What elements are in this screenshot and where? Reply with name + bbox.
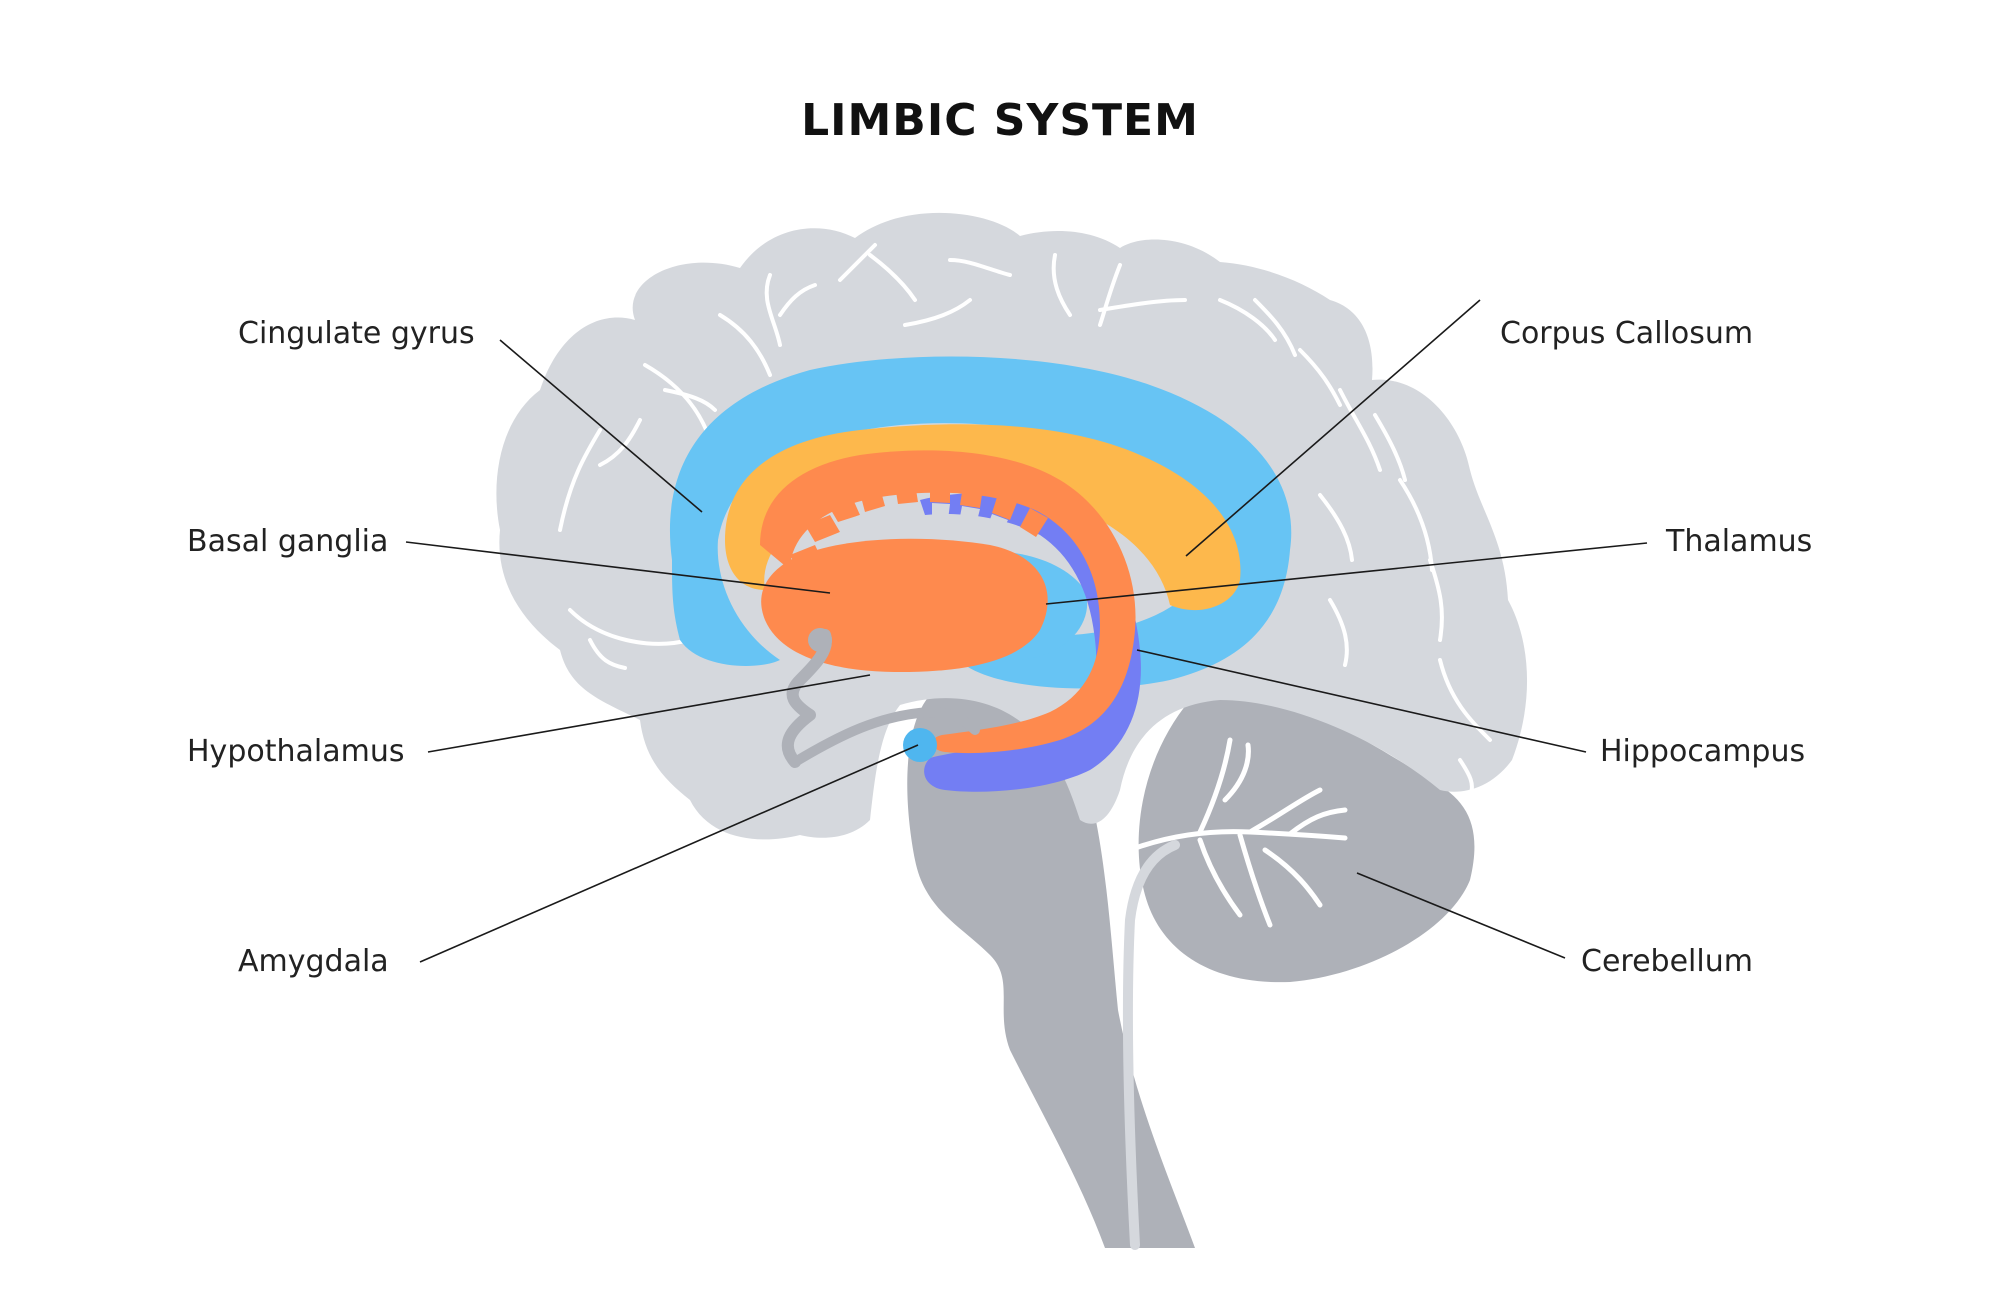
cerebral-sulci <box>558 243 1492 797</box>
label-cingulate-gyrus: Cingulate gyrus <box>238 316 475 351</box>
leader-hippocampus <box>1136 649 1587 753</box>
fourth-ventricle <box>1122 840 1180 1250</box>
cingulate-gyrus <box>669 356 1292 689</box>
label-corpus-callosum: Corpus Callosum <box>1500 316 1754 351</box>
label-basal-ganglia: Basal ganglia <box>187 524 389 559</box>
diagram-title: LIMBIC SYSTEM <box>801 95 1199 146</box>
basal-ganglia <box>761 538 1048 672</box>
leader-amygdala <box>419 744 919 963</box>
cerebrum <box>496 212 1528 840</box>
leader-cingulate-gyrus <box>499 339 703 513</box>
label-amygdala: Amygdala <box>238 944 389 979</box>
leader-cerebellum <box>1356 872 1566 959</box>
leader-corpus-callosum <box>1185 299 1481 557</box>
fornix <box>760 450 1136 754</box>
leader-thalamus <box>1045 542 1648 605</box>
pituitary-gland <box>808 628 832 652</box>
arbor-vitae <box>1127 737 1348 928</box>
label-cerebellum: Cerebellum <box>1581 944 1753 979</box>
brainstem <box>907 690 1195 1248</box>
pituitary-stalk <box>781 629 832 768</box>
hypothalamus <box>790 706 980 767</box>
amygdala <box>903 728 937 762</box>
leader-hypothalamus <box>427 674 871 753</box>
label-thalamus: Thalamus <box>1666 524 1813 559</box>
leader-lines <box>405 299 1648 963</box>
leader-basal-ganglia <box>405 541 831 594</box>
label-hippocampus: Hippocampus <box>1600 734 1806 769</box>
label-hypothalamus: Hypothalamus <box>187 734 405 769</box>
